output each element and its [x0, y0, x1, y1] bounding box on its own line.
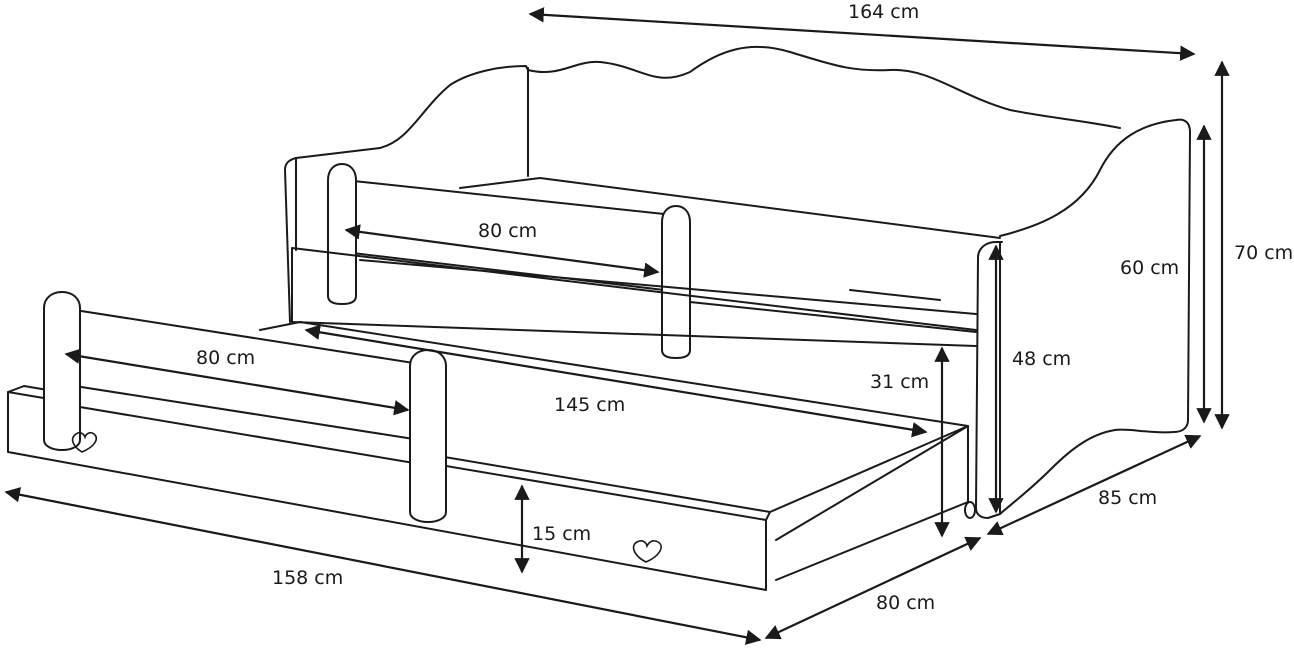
label-total-length: 164 cm	[848, 1, 919, 23]
label-drawer-depth: 31 cm	[870, 371, 929, 393]
heart-decoration-left	[71, 431, 98, 453]
label-drawer-front-height: 15 cm	[532, 523, 591, 545]
lower-safety-rail-post-left	[43, 291, 81, 451]
dim-line-mattress-length	[304, 324, 928, 438]
label-upper-rail: 80 cm	[478, 220, 537, 242]
label-bed-depth: 85 cm	[1098, 487, 1157, 509]
dim-line-bed-depth	[986, 434, 1202, 536]
label-front-panel-height: 48 cm	[1012, 348, 1071, 370]
label-drawer-length: 158 cm	[272, 567, 343, 589]
dim-line-upper-rail	[344, 224, 660, 278]
dim-line-drawer-length	[4, 487, 762, 645]
label-drawer-width: 80 cm	[876, 592, 935, 614]
label-mattress-length: 145 cm	[554, 394, 625, 416]
dim-line-total-length	[528, 7, 1196, 61]
backrest-panel	[527, 45, 1121, 129]
dim-line-lower-rail	[64, 348, 410, 416]
left-side-panel	[284, 65, 529, 171]
label-lower-rail: 80 cm	[196, 347, 255, 369]
label-side-height: 60 cm	[1120, 257, 1179, 279]
dimension-labels: 164 cm 70 cm 60 cm 48 cm 31 cm 15 cm 85 …	[196, 1, 1293, 614]
drawer-wheel	[964, 501, 976, 519]
label-total-height: 70 cm	[1234, 242, 1293, 264]
lower-safety-rail-post-right	[409, 349, 447, 523]
dimension-lines	[4, 7, 1230, 645]
bed-frame	[7, 45, 1191, 591]
dim-line-drawer-width	[764, 536, 982, 640]
upper-safety-rail-post-left	[327, 163, 357, 305]
